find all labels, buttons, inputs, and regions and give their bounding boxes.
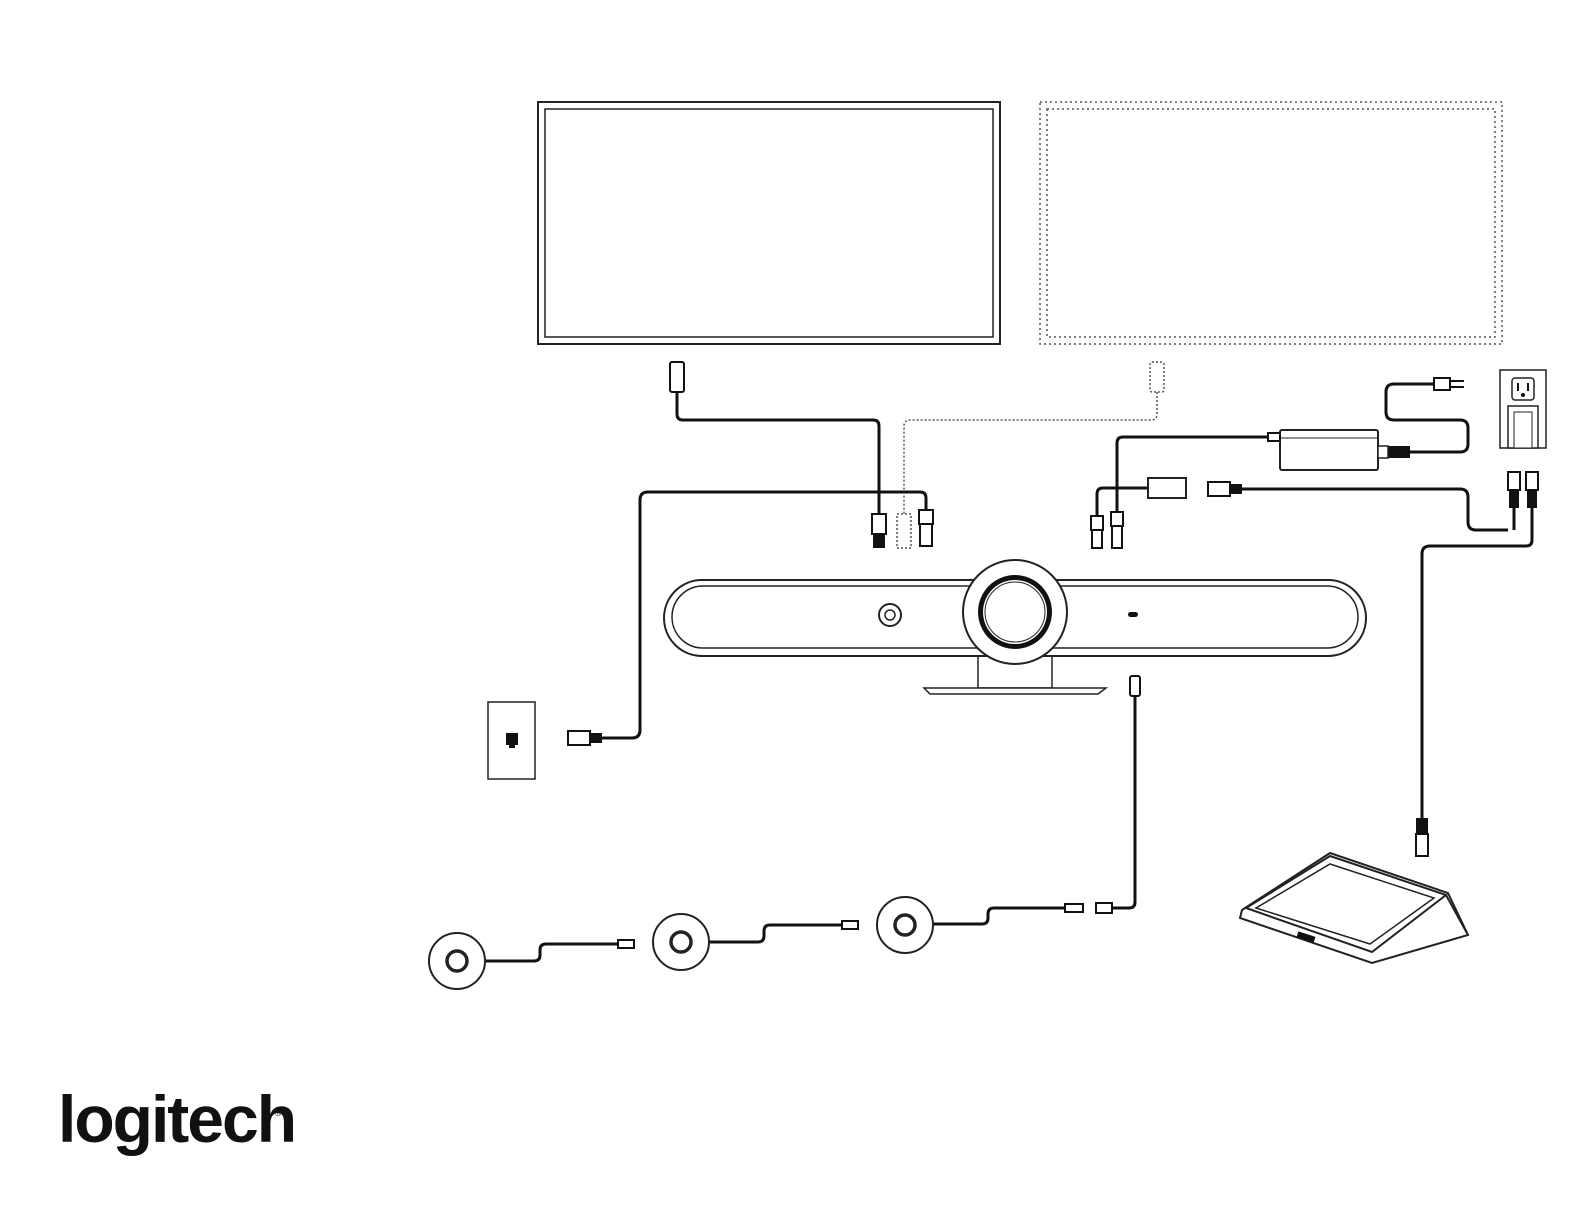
ethernet-plug-icon [919, 510, 933, 524]
logitech-logo: logitech [58, 1086, 295, 1152]
coupler-icon [1508, 472, 1520, 490]
ac-plug-icon [1434, 378, 1450, 390]
mic-pod-2 [653, 914, 709, 970]
mic-connector-icon [1130, 676, 1140, 696]
tap-touch-controller [1240, 853, 1468, 963]
sensor-icon [879, 604, 901, 626]
video-bar [664, 560, 1366, 694]
ethernet-plug-icon [1416, 834, 1428, 856]
mic-pod-1 [877, 897, 933, 953]
indicator-icon [1128, 612, 1138, 617]
usb-plug-icon [1092, 530, 1102, 548]
dc-plug-icon [1112, 526, 1122, 548]
ethernet-plug-icon [568, 731, 590, 745]
secondary-display [1040, 102, 1502, 344]
ethernet-plug-icon [1208, 482, 1230, 496]
hdmi-cable-primary [670, 362, 886, 548]
ethernet-cable-tap [1208, 472, 1538, 856]
primary-display [538, 102, 1000, 344]
registered-mark: ® [275, 1108, 282, 1118]
hdmi-connector-icon [1150, 362, 1164, 392]
hdmi-plug-icon [872, 514, 886, 534]
hdmi-plug-icon [897, 514, 911, 548]
hdmi-connector-icon [670, 362, 684, 392]
wall-outlet [1500, 370, 1546, 448]
camera-lens-icon [963, 560, 1067, 664]
mic-pod-3 [429, 933, 485, 989]
poe-splitter [1091, 478, 1186, 548]
power-adapter [1280, 430, 1388, 470]
mic-pod-cable [484, 676, 1140, 961]
ac-power-cord [1386, 378, 1468, 458]
network-wall-jack [488, 702, 535, 779]
